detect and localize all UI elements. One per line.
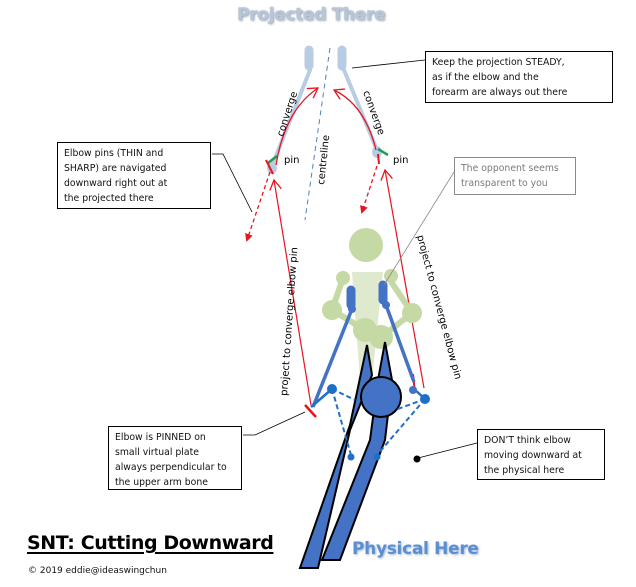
leader-pins (212, 153, 253, 213)
user-head (360, 376, 402, 418)
leader-pinned (243, 411, 306, 436)
physical-upper-arms (310, 384, 430, 461)
callout-transparent: The opponent seems transparent to you (454, 157, 576, 195)
dashed-arrow-right (360, 165, 378, 214)
physical-left-forearm (311, 285, 356, 408)
label-pin-left: pin (284, 155, 299, 166)
pin-left-green (267, 155, 278, 164)
leader-transparent (383, 171, 455, 286)
pin-right-red (377, 153, 380, 165)
leader-steady (351, 59, 426, 69)
projected-there-title: Projected There (237, 5, 386, 25)
callout-steady: Keep the projection STEADY, as if the el… (425, 51, 613, 103)
pin-left-red (265, 159, 274, 175)
label-pin-right: pin (393, 155, 408, 166)
centreline-dashed (304, 47, 331, 221)
main-title: SNT: Cutting Downward (27, 532, 274, 554)
label-centreline: centreline (316, 134, 332, 185)
user-body (298, 341, 402, 569)
label-converge-right: converge (360, 89, 386, 136)
physical-here-title: Physical Here (352, 539, 479, 559)
converge-arrow-left (275, 88, 318, 166)
pin-right-green (377, 147, 389, 157)
label-project-right: project to converge elbow pin (414, 234, 463, 381)
callout-elbow-pins: Elbow pins (THIN and SHARP) are navigate… (57, 142, 211, 209)
dashed-arrow-left (245, 171, 271, 242)
callout-pinned: Elbow is PINNED on small virtual plate a… (108, 426, 242, 490)
leader-dont-dot (413, 455, 421, 463)
leader-dont (417, 442, 478, 459)
opponent-figure (322, 228, 422, 380)
callout-dont-think: DON’T think elbow moving downward at the… (477, 429, 605, 480)
copyright: © 2019 eddie@ideaswingchun (28, 566, 167, 576)
elbow-pin-red-mark (304, 404, 317, 418)
physical-right-forearm (378, 280, 416, 383)
project-arrow-left (274, 180, 312, 406)
project-arrow-right (385, 170, 425, 389)
label-converge-left: converge (275, 90, 300, 138)
converge-arrow-right (334, 90, 377, 151)
